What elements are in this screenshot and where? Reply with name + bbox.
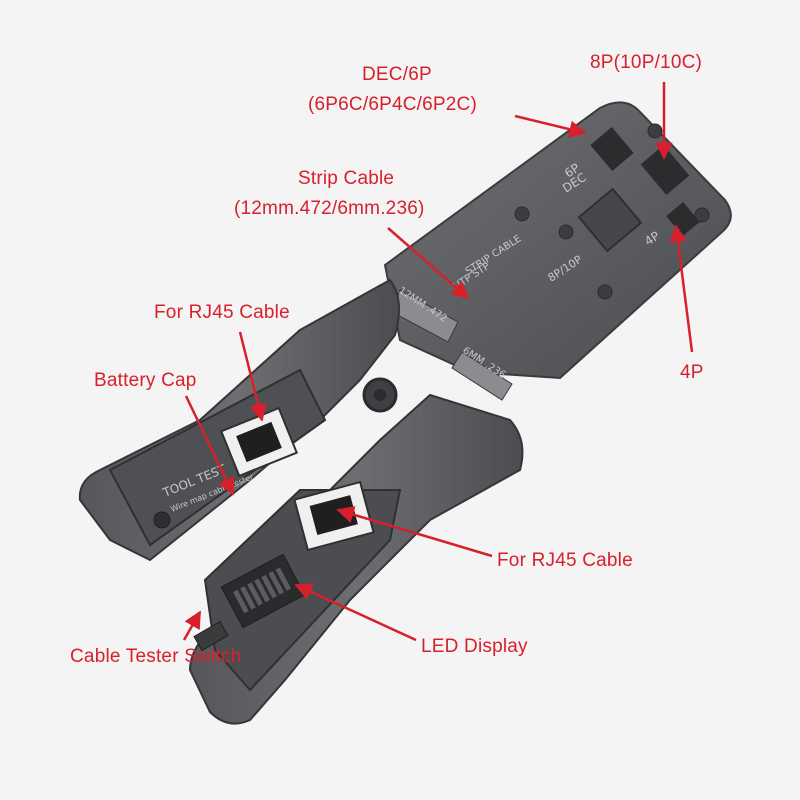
screw-icon [558,224,574,240]
arrow-dec-6p [514,114,587,138]
label-rj45-top: For RJ45 Cable [154,302,290,323]
label-tester-switch: Cable Tester Switch [70,646,242,667]
arrow-rj45-bottom [336,506,493,558]
label-4p: 4P [680,362,704,383]
arrow-tester-switch [182,610,202,641]
marking-6p: 6P [562,161,582,181]
led-indicators [233,567,292,614]
screw-icon [694,207,710,223]
crimping-head: 6P DEC 8P/10P 4P STRIP CABLE UTP STP 12M… [383,101,732,401]
arrow-4p [669,224,694,353]
label-8p: 8P(10P/10C) [590,52,703,73]
marking-4p: 4P [642,229,662,249]
label-battery-cap: Battery Cap [94,370,197,391]
arrow-battery-cap [184,395,235,496]
label-dec-6p-line1: DEC/6P [362,64,432,85]
upper-handle: TOOL TEST Wire map cable tester [78,278,400,562]
label-rj45-bottom: For RJ45 Cable [497,550,633,571]
arrow-rj45-top [238,331,267,422]
label-strip-cable-line2: (12mm.472/6mm.236) [234,198,425,219]
strip-blade-6mm [451,351,513,401]
crimp-die-block [577,187,643,253]
label-led-display: LED Display [421,636,528,657]
tester-switch [193,620,229,652]
label-dec-6p-line2: (6P6C/6P4C/6P2C) [308,94,477,115]
screw-icon [647,123,663,139]
crimp-cavity-4p [666,201,700,237]
crimp-cavity-6p [590,126,634,172]
label-strip-cable-line1: Strip Cable [298,168,395,189]
arrow-led-display [294,583,417,642]
callout-arrows [182,82,694,642]
arrow-strip-cable [387,227,470,300]
battery-cap [153,511,171,529]
crimp-cavity-8p [640,145,690,195]
screw-icon [514,206,530,222]
screw-icon [597,284,613,300]
